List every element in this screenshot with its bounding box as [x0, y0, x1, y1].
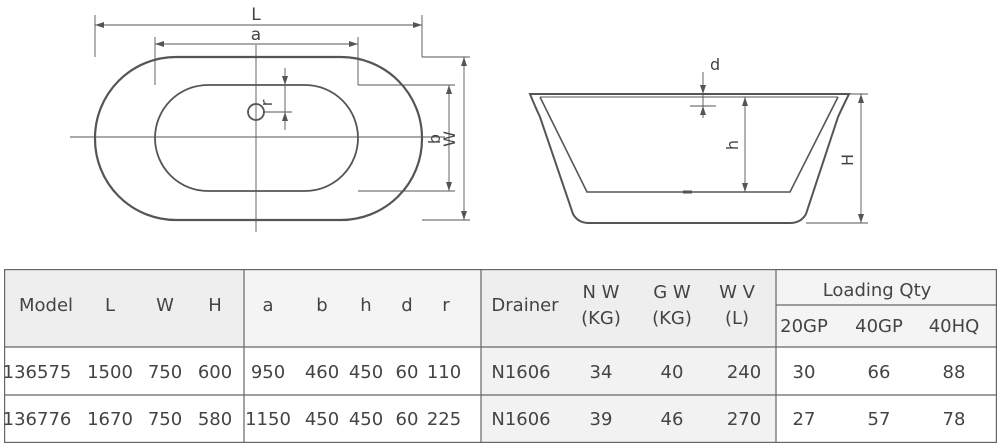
header-40gp: 40GP: [855, 316, 903, 337]
header-b: b: [316, 295, 327, 316]
label-W: W: [440, 131, 459, 147]
label-b: b: [425, 134, 444, 144]
tub-outer-outline: [93, 55, 424, 222]
header-40hq: 40HQ: [929, 316, 980, 337]
cell-40hq: 78: [943, 409, 966, 430]
header-r: r: [442, 295, 450, 316]
cell-r: 225: [427, 409, 461, 430]
label-H: H: [838, 154, 857, 166]
label-r: r: [257, 99, 276, 106]
cell-gw: 40: [661, 362, 684, 383]
tub-inner-outline: [154, 84, 359, 192]
cell-d: 60: [396, 409, 419, 430]
header-nw-1: N W: [583, 282, 620, 303]
cell-r: 110: [427, 362, 461, 383]
drainer-shade-row2: [481, 395, 776, 443]
header-d: d: [401, 295, 412, 316]
tub-side-outer: [528, 93, 851, 224]
cell-b: 450: [305, 409, 339, 430]
label-a: a: [251, 25, 261, 45]
cell-d: 60: [396, 362, 419, 383]
top-view: [70, 15, 470, 232]
header-H: H: [208, 295, 222, 316]
header-a: a: [262, 295, 273, 316]
cell-40gp: 66: [868, 362, 891, 383]
technical-drawings: L a r b W d h H: [70, 5, 868, 232]
cell-b: 460: [305, 362, 339, 383]
cell-model: 136575: [4, 362, 71, 383]
cell-h: 450: [349, 409, 383, 430]
cell-20gp: 30: [793, 362, 816, 383]
cell-40gp: 57: [868, 409, 891, 430]
side-view: [528, 72, 868, 224]
header-loading-qty: Loading Qty: [823, 280, 932, 301]
header-wv-1: W V: [719, 282, 756, 303]
cell-H: 600: [198, 362, 232, 383]
cell-wv: 270: [727, 409, 761, 430]
header-nw-2: (KG): [581, 308, 621, 329]
cell-W: 750: [148, 409, 182, 430]
header-gw-1: G W: [653, 282, 691, 303]
header-bg-drainer: [481, 269, 776, 347]
tub-side-inner: [539, 96, 839, 193]
header-bg-inner-dims: [244, 269, 481, 347]
cell-40hq: 88: [943, 362, 966, 383]
cell-20gp: 27: [793, 409, 816, 430]
header-bg-loading: [776, 269, 997, 347]
cell-drainer: N1606: [491, 362, 550, 383]
cell-wv: 240: [727, 362, 761, 383]
label-L: L: [251, 5, 261, 25]
header-drainer: Drainer: [491, 295, 559, 316]
cell-drainer: N1606: [491, 409, 550, 430]
label-h: h: [723, 140, 742, 150]
spec-table: Model L W H a b h d r Drainer N W (KG) G…: [4, 269, 997, 443]
header-wv-2: (L): [725, 308, 749, 329]
cell-model: 136776: [4, 409, 71, 430]
cell-gw: 46: [661, 409, 684, 430]
cell-nw: 39: [590, 409, 613, 430]
header-h: h: [360, 295, 371, 316]
cell-L: 1500: [87, 362, 133, 383]
header-20gp: 20GP: [780, 316, 828, 337]
table-row: 136776 1670 750 580 1150 450 450 60 225 …: [4, 409, 965, 430]
header-gw-2: (KG): [652, 308, 692, 329]
cell-a: 1150: [245, 409, 291, 430]
label-d: d: [710, 55, 720, 74]
cell-W: 750: [148, 362, 182, 383]
cell-L: 1670: [87, 409, 133, 430]
cell-a: 950: [251, 362, 285, 383]
cell-h: 450: [349, 362, 383, 383]
drainer-shade-row1: [481, 347, 776, 395]
cell-H: 580: [198, 409, 232, 430]
header-W: W: [156, 295, 174, 316]
cell-nw: 34: [590, 362, 613, 383]
header-model: Model: [19, 295, 73, 316]
header-bg-dimensions: [4, 269, 244, 347]
header-L: L: [105, 295, 115, 316]
table-row: 136575 1500 750 600 950 460 450 60 110 N…: [4, 362, 965, 383]
